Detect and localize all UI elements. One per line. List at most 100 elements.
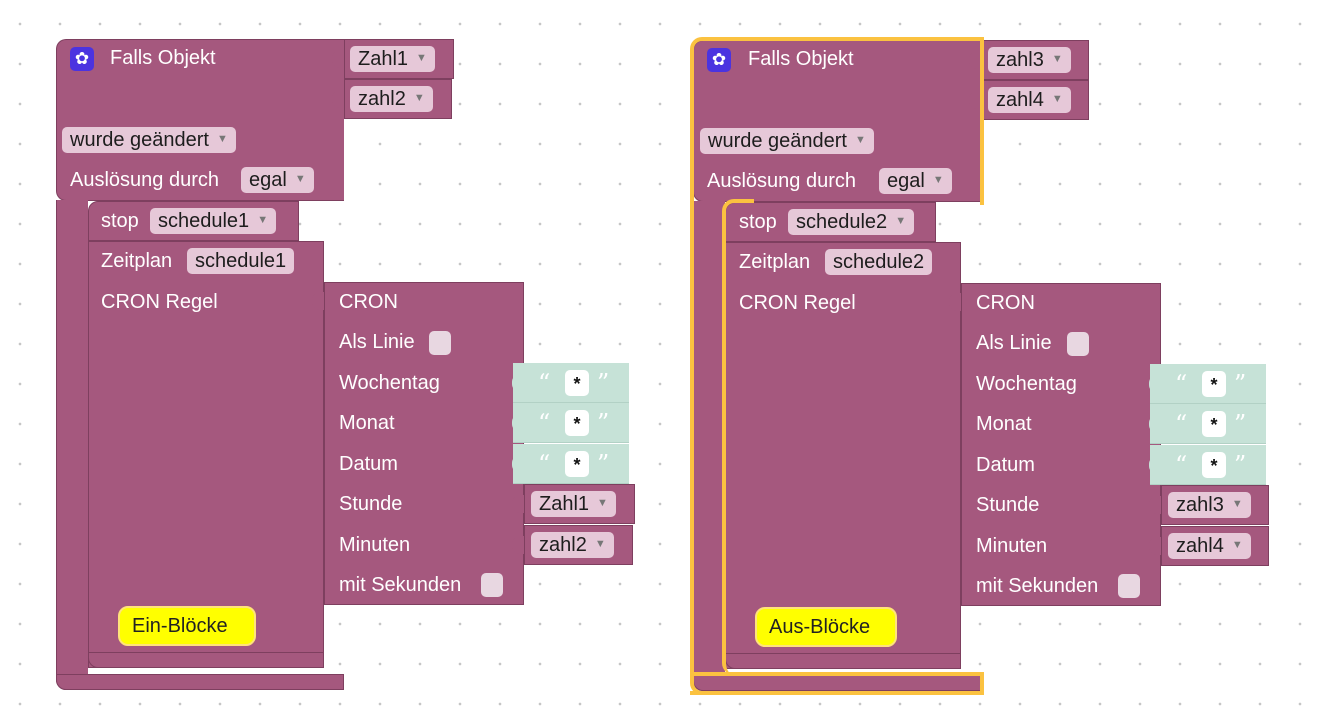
- cron-title: CRON: [339, 291, 398, 313]
- triangle-down-icon: ▼: [413, 91, 425, 104]
- trigger-label: Auslösung durch: [70, 169, 219, 191]
- month-text-block[interactable]: “ * ”: [1150, 404, 1266, 444]
- connector-notch: [1149, 496, 1161, 514]
- connector-notch: [512, 536, 524, 554]
- open-quote-icon: “: [1175, 451, 1188, 479]
- open-quote-icon: “: [538, 409, 551, 437]
- connector-notch: [1149, 537, 1161, 555]
- aus-bloecke-label: Aus-Blöcke: [769, 616, 871, 638]
- connector-notch: [949, 293, 961, 311]
- triangle-down-icon: ▼: [1231, 538, 1243, 551]
- triangle-down-icon: ▼: [895, 214, 907, 227]
- date-label: Datum: [339, 453, 398, 475]
- minutes-label: Minuten: [339, 534, 411, 556]
- trigger-dropdown[interactable]: egal▼: [241, 167, 314, 193]
- month-label: Monat: [339, 412, 395, 434]
- triangle-down-icon: ▼: [594, 537, 606, 550]
- triangle-down-icon: ▼: [597, 496, 608, 509]
- schedule-label: Zeitplan: [101, 250, 173, 272]
- minutes-label: Minuten: [976, 535, 1048, 557]
- close-quote-icon: ”: [597, 450, 610, 478]
- date-value[interactable]: *: [1202, 452, 1226, 478]
- trigger-dropdown[interactable]: egal▼: [879, 168, 952, 194]
- triangle-down-icon: ▼: [257, 213, 269, 226]
- as-line-label: Als Linie: [976, 332, 1052, 354]
- hour-label: Stunde: [976, 494, 1040, 516]
- cron-rule-label: CRON Regel: [739, 292, 856, 314]
- month-value[interactable]: *: [565, 410, 589, 436]
- ein-bloecke-block[interactable]: Ein-Blöcke: [118, 606, 256, 646]
- triangle-down-icon: ▼: [294, 172, 306, 185]
- close-quote-icon: ”: [1234, 410, 1247, 438]
- trigger-label: Auslösung durch: [707, 170, 856, 192]
- weekday-label: Wochentag: [976, 373, 1077, 395]
- seconds-checkbox[interactable]: [481, 573, 503, 597]
- seconds-checkbox[interactable]: [1118, 574, 1140, 598]
- object-dropdown-2[interactable]: zahl4▼: [988, 87, 1071, 113]
- seconds-label: mit Sekunden: [339, 574, 462, 596]
- object-dropdown-1[interactable]: Zahl1▼: [350, 46, 435, 72]
- aus-bloecke-block[interactable]: Aus-Blöcke: [755, 607, 897, 647]
- triangle-down-icon: ▼: [932, 173, 944, 186]
- connector-notch: [969, 91, 981, 109]
- triangle-down-icon: ▼: [854, 133, 866, 146]
- cron-rule-label: CRON Regel: [101, 291, 218, 313]
- hour-variable-dropdown[interactable]: zahl3▼: [1168, 492, 1251, 518]
- minutes-variable-dropdown[interactable]: zahl2▼: [531, 532, 614, 558]
- cron-title: CRON: [976, 292, 1035, 314]
- stop-schedule-dropdown[interactable]: schedule2▼: [788, 209, 915, 235]
- close-quote-icon: ”: [1234, 370, 1247, 398]
- date-label: Datum: [976, 454, 1035, 476]
- changed-dropdown[interactable]: wurde geändert▼: [700, 128, 874, 154]
- event-block-left-arm: [56, 200, 88, 690]
- weekday-value[interactable]: *: [1202, 371, 1226, 397]
- ein-bloecke-label: Ein-Blöcke: [132, 615, 228, 637]
- minutes-variable-dropdown[interactable]: zahl4▼: [1168, 533, 1251, 559]
- gear-icon[interactable]: ✿: [707, 48, 731, 72]
- schedule-block[interactable]: [88, 241, 324, 668]
- gear-icon[interactable]: ✿: [70, 47, 94, 71]
- object-dropdown-2[interactable]: zahl2▼: [350, 86, 433, 112]
- as-line-checkbox[interactable]: [429, 331, 451, 355]
- close-quote-icon: ”: [597, 369, 610, 397]
- cron-block[interactable]: [324, 282, 524, 605]
- stop-schedule-dropdown[interactable]: schedule1▼: [150, 208, 277, 234]
- weekday-label: Wochentag: [339, 372, 440, 394]
- connector-notch: [512, 495, 524, 513]
- connector-notch: [332, 90, 344, 108]
- date-text-block[interactable]: “ * ”: [513, 444, 629, 484]
- close-quote-icon: ”: [597, 409, 610, 437]
- weekday-text-block[interactable]: “ * ”: [513, 363, 629, 403]
- changed-dropdown[interactable]: wurde geändert▼: [62, 127, 236, 153]
- stop-label: stop: [101, 210, 139, 232]
- weekday-value[interactable]: *: [565, 370, 589, 396]
- triangle-down-icon: ▼: [416, 51, 427, 64]
- connector-notch: [312, 292, 324, 310]
- as-line-checkbox[interactable]: [1067, 332, 1089, 356]
- month-value[interactable]: *: [1202, 411, 1226, 437]
- open-quote-icon: “: [1175, 370, 1188, 398]
- date-value[interactable]: *: [565, 451, 589, 477]
- seconds-label: mit Sekunden: [976, 575, 1099, 597]
- open-quote-icon: “: [538, 450, 551, 478]
- month-text-block[interactable]: “ * ”: [513, 403, 629, 443]
- schedule-name-field[interactable]: schedule2: [825, 249, 933, 275]
- schedule-label: Zeitplan: [739, 251, 811, 273]
- as-line-label: Als Linie: [339, 331, 415, 353]
- stop-label: stop: [739, 211, 777, 233]
- open-quote-icon: “: [1175, 410, 1188, 438]
- schedule-block[interactable]: [725, 242, 961, 669]
- event-block-bottom-bar: [56, 674, 344, 690]
- event-block-left-arm: [693, 201, 725, 691]
- hour-variable-dropdown[interactable]: Zahl1▼: [531, 491, 616, 517]
- cron-block[interactable]: [961, 283, 1161, 606]
- event-header-label: Falls Objekt: [748, 48, 854, 70]
- schedule-name-field[interactable]: schedule1: [187, 248, 295, 274]
- triangle-down-icon: ▼: [1051, 92, 1063, 105]
- date-text-block[interactable]: “ * ”: [1150, 445, 1266, 485]
- open-quote-icon: “: [538, 369, 551, 397]
- schedule-bottom-bar: [725, 653, 961, 669]
- object-dropdown-1[interactable]: zahl3▼: [988, 47, 1071, 73]
- weekday-text-block[interactable]: “ * ”: [1150, 364, 1266, 404]
- connector-notch: [969, 51, 981, 69]
